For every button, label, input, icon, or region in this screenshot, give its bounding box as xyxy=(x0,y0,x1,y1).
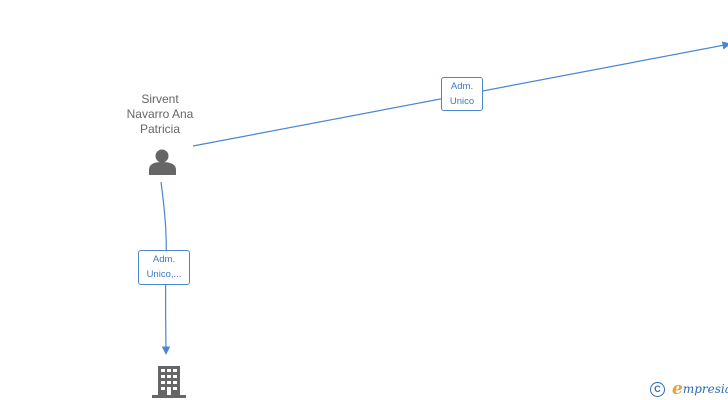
person-icon[interactable] xyxy=(149,149,176,176)
person-name-line: Sirvent xyxy=(141,92,179,106)
empresia-watermark: C e mpresia xyxy=(650,378,728,400)
edge-label-line: Unico,... xyxy=(146,269,182,280)
person-name-line: Navarro Ana xyxy=(126,107,194,121)
edge-label-line: Unico xyxy=(449,96,475,107)
copyright-icon: C xyxy=(650,381,665,397)
brand-initial: e xyxy=(672,379,683,399)
edge-label-line: Adm. xyxy=(450,81,474,92)
person-name-label[interactable]: Sirvent Navarro Ana Patricia xyxy=(110,92,210,137)
building-icon[interactable] xyxy=(152,366,186,398)
edge-label-line: Adm. xyxy=(152,254,176,265)
edge-label-adm-unico[interactable]: Adm. Unico xyxy=(441,77,483,111)
edge-label-adm-unico-more[interactable]: Adm. Unico,... xyxy=(138,250,190,285)
brand-name: mpresia xyxy=(682,382,728,396)
person-name-line: Patricia xyxy=(139,122,180,136)
